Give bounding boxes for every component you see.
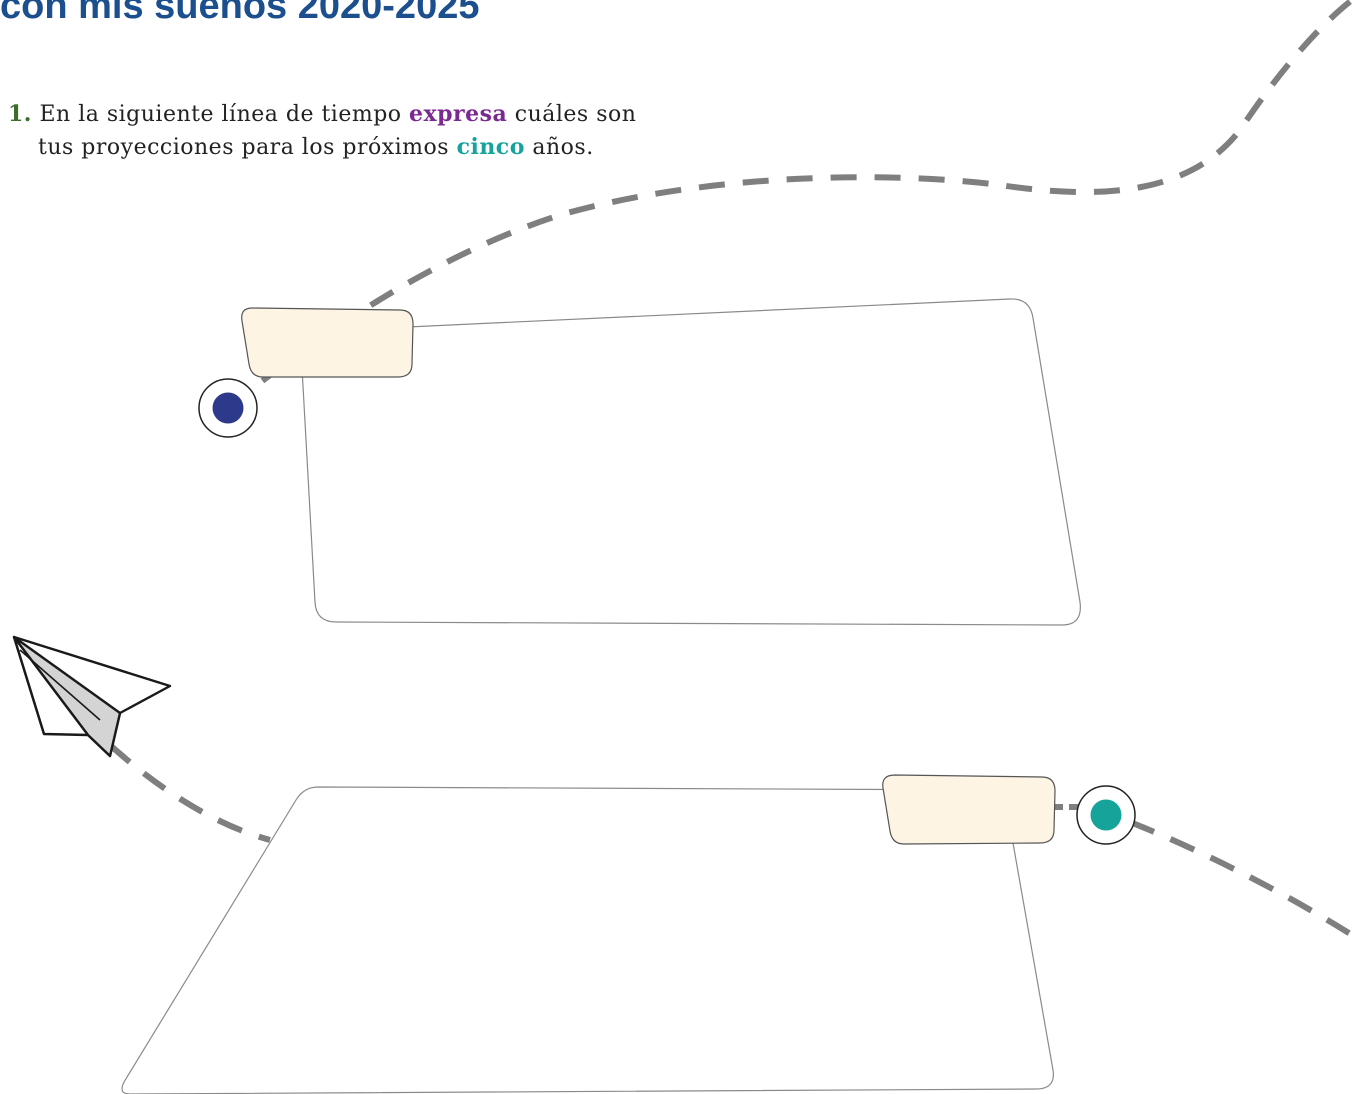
timeline-label-tab-1[interactable]: [241, 307, 414, 378]
timeline-marker-icon: [198, 378, 258, 438]
instruction-text-4: años.: [524, 135, 594, 160]
activity-instruction: 1. En la siguiente línea de tiempo expre…: [8, 98, 848, 164]
keyword-cinco: cinco: [456, 134, 525, 160]
timeline-label-tab-2[interactable]: [882, 774, 1056, 845]
paper-plane-icon: [12, 635, 172, 758]
timeline-dashed-path-top: [226, 0, 1352, 411]
timeline-marker-icon: [1076, 785, 1136, 845]
timeline-dashed-path-bottom: [1128, 819, 1352, 938]
answer-box-2[interactable]: [121, 786, 1054, 1094]
instruction-text-2: cuáles son: [507, 102, 637, 127]
timeline-dashed-path-middle: [107, 742, 271, 843]
keyword-expresa: expresa: [409, 101, 508, 127]
activity-number: 1.: [8, 101, 32, 127]
answer-box-1[interactable]: [299, 298, 1081, 626]
page-title: con mis sueños 2020-2025: [0, 0, 480, 27]
instruction-line-2: tus proyecciones para los próximos cinco…: [8, 131, 848, 164]
instruction-text-1: En la siguiente línea de tiempo: [39, 102, 410, 127]
instruction-text-3: tus proyecciones para los próximos: [38, 135, 457, 160]
